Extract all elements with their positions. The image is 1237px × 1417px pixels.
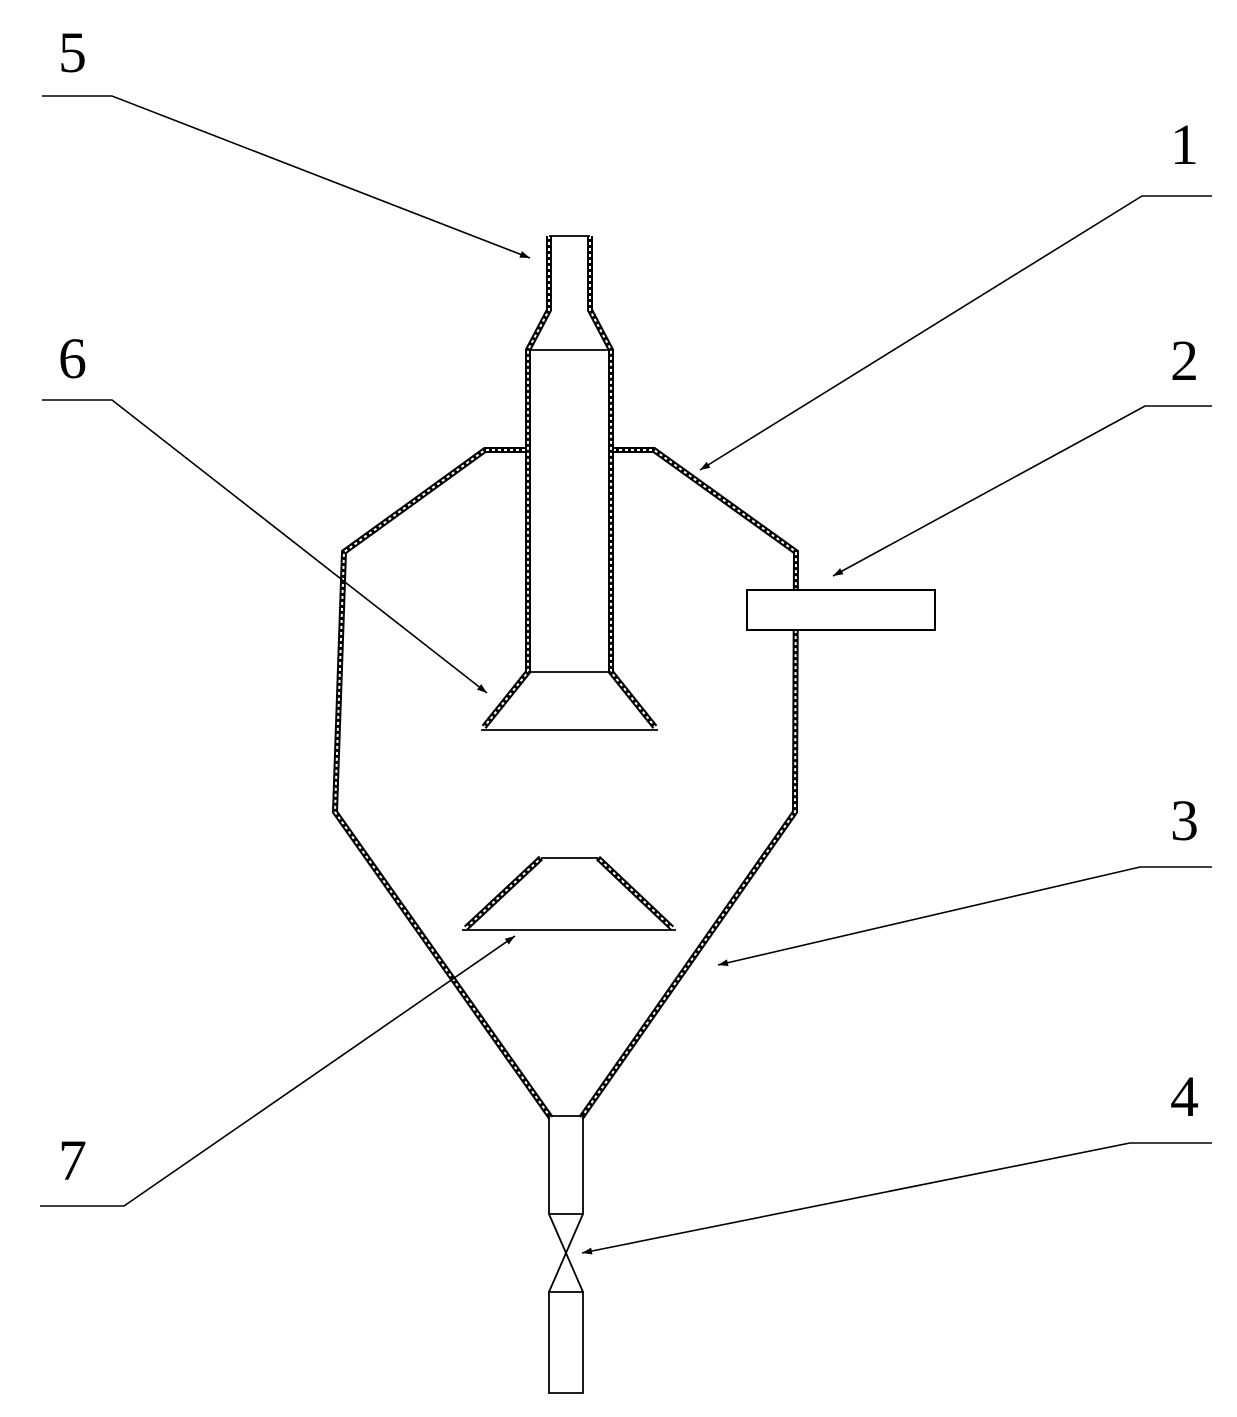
bottom-discharge-valve — [548, 1115, 584, 1394]
leader-7 — [40, 935, 516, 1207]
side-inlet-pipe — [746, 589, 936, 631]
leader-3 — [717, 866, 1212, 967]
central-inlet-pipe — [481, 235, 658, 731]
label-6: 6 — [58, 326, 87, 391]
label-4: 4 — [1170, 1064, 1199, 1129]
leader-lines — [40, 95, 1212, 1255]
label-3: 3 — [1170, 788, 1199, 853]
vessel-shell — [331, 447, 800, 1120]
label-1: 1 — [1170, 112, 1199, 177]
leader-4 — [581, 1142, 1212, 1255]
leader-6 — [42, 399, 488, 694]
leader-2 — [832, 405, 1212, 577]
deflector-cone — [462, 855, 676, 931]
leader-1 — [699, 195, 1212, 471]
leader-5 — [42, 95, 531, 259]
label-7: 7 — [58, 1128, 87, 1193]
label-5: 5 — [58, 20, 87, 85]
reference-numerals: 5 1 6 2 3 4 7 — [58, 20, 1199, 1193]
label-2: 2 — [1170, 328, 1199, 393]
